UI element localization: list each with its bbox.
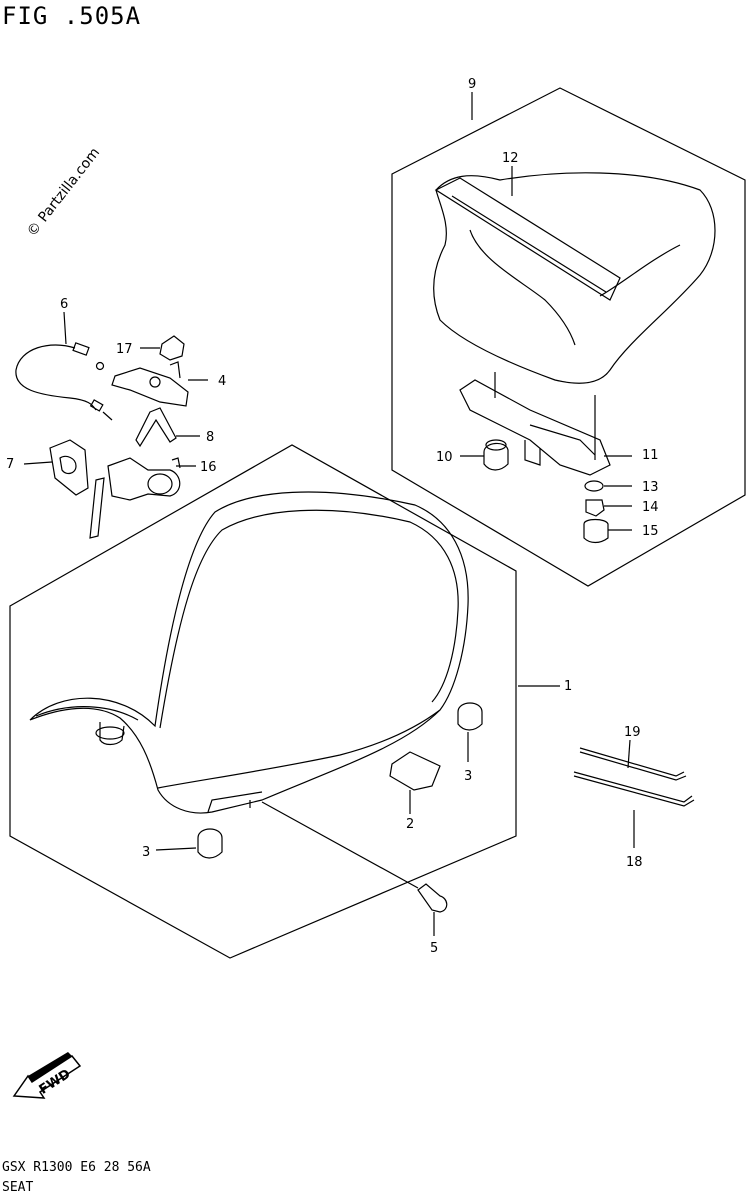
part-8-clip (135, 407, 177, 448)
callout-14: 14 (642, 500, 659, 515)
callout-18: 18 (626, 855, 643, 870)
part-17-nut (159, 335, 185, 361)
footer-model-code: GSX R1300 E6 28 56A (2, 1160, 151, 1175)
part-13-washer (584, 480, 604, 492)
callout-13: 13 (642, 480, 659, 495)
callout-1: 1 (564, 679, 572, 694)
part-16-lock (89, 457, 181, 539)
callout-3-right: 3 (464, 769, 472, 784)
rear-seat-base-drawing (459, 372, 611, 476)
callout-4: 4 (218, 374, 226, 389)
callout-17: 17 (116, 342, 133, 357)
callout-15: 15 (642, 524, 659, 539)
part-19-wrench (579, 747, 687, 781)
part-18-wrench (573, 771, 695, 807)
part-4-latch (111, 361, 189, 407)
part-2-pad (389, 751, 441, 791)
fwd-arrow-icon: FWD (12, 1052, 82, 1099)
main-seat-drawing (29, 491, 469, 814)
callout-labels: 9 12 6 17 4 8 7 16 10 11 13 14 15 1 3 2 … (6, 77, 659, 956)
callout-5: 5 (430, 941, 438, 956)
callout-10: 10 (436, 450, 453, 465)
callout-2: 2 (406, 817, 414, 832)
part-15-cushion (583, 518, 609, 544)
callout-16: 16 (200, 460, 217, 475)
part-6-cable (15, 342, 113, 421)
leader-lines (23, 92, 635, 936)
part-3-grommet-b (197, 828, 223, 859)
callout-11: 11 (642, 448, 659, 463)
callout-9: 9 (468, 77, 476, 92)
part-5-bolt (417, 883, 448, 913)
part-14-nut (585, 499, 605, 517)
callout-8: 8 (206, 430, 214, 445)
callout-12: 12 (502, 151, 519, 166)
part-10-knob (483, 439, 509, 471)
callout-19: 19 (624, 725, 641, 740)
footer-section-name: SEAT (2, 1180, 34, 1195)
callout-6: 6 (60, 297, 68, 312)
rear-seat-cowl-drawing (433, 172, 716, 384)
callout-7: 7 (6, 457, 14, 472)
callout-3-left: 3 (142, 845, 150, 860)
part-7-plate (49, 439, 89, 496)
rear-seat-frame (391, 87, 746, 587)
main-seat-frame (9, 444, 517, 959)
part-3-grommet-a (457, 702, 483, 731)
figure-title: FIG .505A (2, 2, 142, 30)
